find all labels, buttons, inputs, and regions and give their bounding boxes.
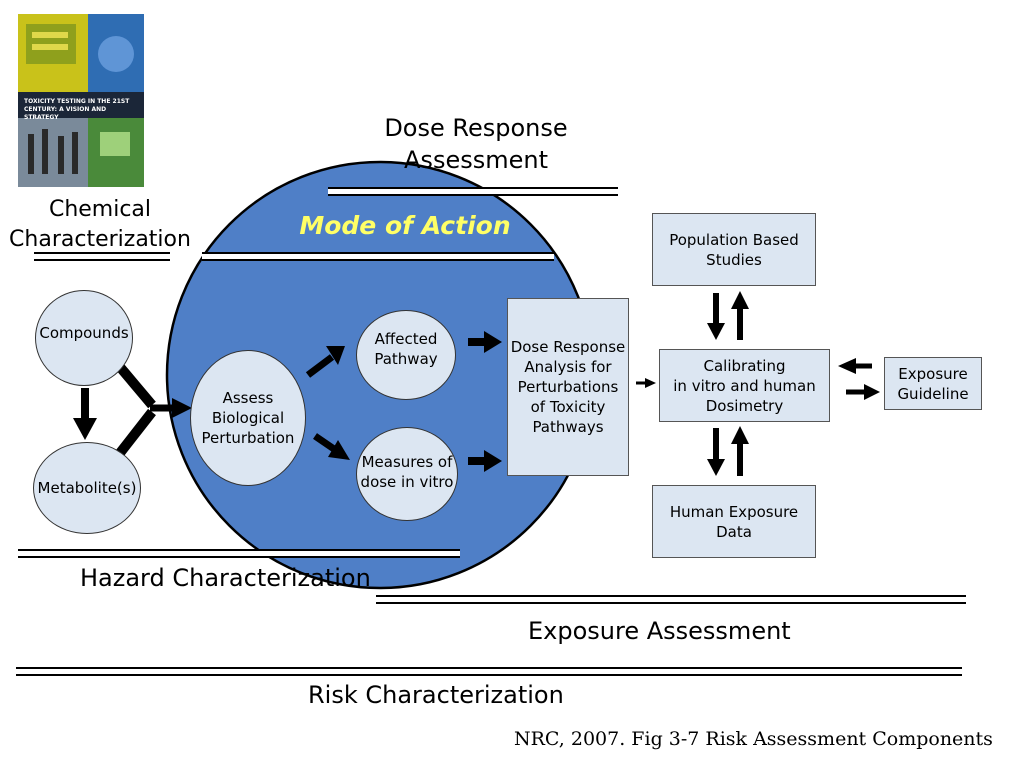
risk-heading: Risk Characterization xyxy=(308,681,564,709)
dose-response-rule xyxy=(328,187,618,196)
arrow-assess-to-affected xyxy=(305,346,345,378)
chemical-rule xyxy=(34,252,170,261)
arrows-calibrating-human-exposure xyxy=(707,426,749,476)
chemical-heading: Chemical Characterization xyxy=(9,197,191,252)
arrow-affected-to-analysis xyxy=(468,331,502,353)
exposure-rule xyxy=(376,595,966,604)
merge-connector xyxy=(116,363,156,457)
arrow-guideline-to-calibrating xyxy=(838,358,872,374)
arrow-calibrating-to-guideline xyxy=(846,384,880,400)
measures-node: Measures of dose in vitro xyxy=(356,427,458,521)
book-cover-art xyxy=(18,14,144,187)
assess-node: Assess Biological Perturbation xyxy=(190,350,306,486)
arrow-assess-to-measures xyxy=(313,433,350,460)
book-cover-title: TOXICITY TESTING IN THE 21ST CENTURY: A … xyxy=(24,98,130,121)
arrow-measures-to-analysis xyxy=(468,450,502,472)
hazard-rule xyxy=(18,549,460,558)
dose-response-analysis-box: Dose Response Analysis for Perturbations… xyxy=(507,298,629,476)
mode-of-action-heading: Mode of Action xyxy=(299,211,511,240)
arrow-to-assess xyxy=(150,398,192,418)
arrow-compounds-to-metabolites xyxy=(73,388,97,440)
dose-response-heading: Dose Response Assessment xyxy=(384,114,568,174)
arrow-analysis-to-calibrating xyxy=(636,378,656,388)
compounds-node: Compounds xyxy=(35,290,133,386)
mode-of-action-rule xyxy=(202,252,554,261)
risk-rule xyxy=(16,667,962,676)
metabolites-node: Metabolite(s) xyxy=(33,442,141,534)
hazard-heading: Hazard Characterization xyxy=(80,564,371,592)
population-studies-box: Population Based Studies xyxy=(652,213,816,286)
citation: NRC, 2007. Fig 3-7 Risk Assessment Compo… xyxy=(514,728,993,750)
arrows-population-calibrating xyxy=(707,291,749,340)
affected-pathway-node: Affected Pathway xyxy=(356,310,456,400)
exposure-guideline-box: Exposure Guideline xyxy=(884,357,982,410)
calibrating-box: Calibrating in vitro and human Dosimetry xyxy=(659,349,830,422)
exposure-heading: Exposure Assessment xyxy=(528,617,791,645)
human-exposure-box: Human Exposure Data xyxy=(652,485,816,558)
book-cover-image: TOXICITY TESTING IN THE 21ST CENTURY: A … xyxy=(18,14,144,187)
